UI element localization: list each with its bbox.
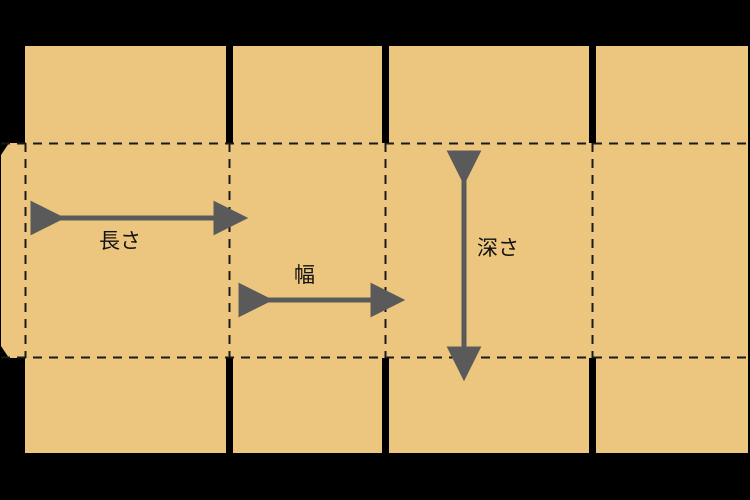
dimension-label-width: 幅 (294, 263, 315, 287)
top-flap-4 (596, 46, 748, 143)
bottom-flap-4 (596, 358, 748, 453)
top-flap-3 (389, 46, 589, 143)
dimension-label-length: 長さ (99, 229, 141, 253)
bottom-flap-2 (233, 358, 382, 453)
glue-tab (1, 143, 25, 358)
top-flap-1 (25, 46, 226, 143)
dimension-label-depth: 深さ (477, 236, 519, 260)
bottom-flap-1 (25, 358, 226, 453)
top-flap-2 (233, 46, 382, 143)
bottom-flap-3 (389, 358, 589, 453)
